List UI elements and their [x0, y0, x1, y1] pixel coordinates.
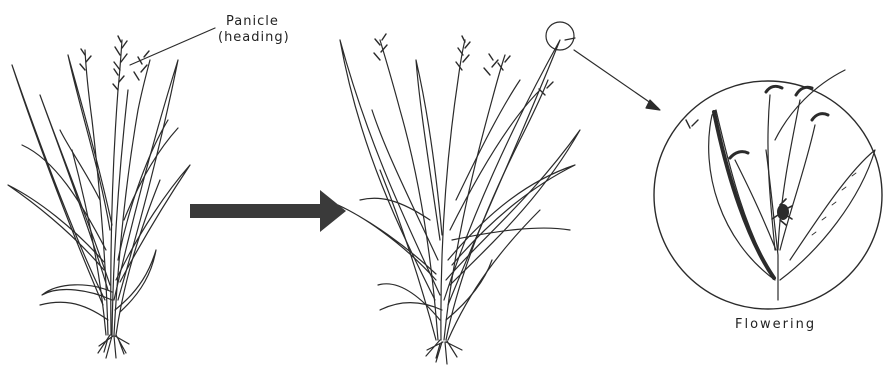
panicles-left — [80, 36, 149, 90]
stigma — [772, 199, 792, 225]
heading-label: (heading) — [218, 31, 290, 45]
leaves-right — [338, 40, 580, 320]
progress-arrow — [190, 190, 346, 232]
flowering-label: Flowering — [735, 318, 816, 332]
anther — [766, 86, 782, 92]
panicle-label: Panicle — [226, 15, 279, 29]
anther — [730, 152, 748, 158]
zoomed-flower — [654, 70, 882, 309]
zoom-leader-line — [574, 50, 658, 108]
rice-plant-heading — [8, 28, 215, 358]
panicles-right — [374, 34, 553, 95]
roots-right — [426, 340, 462, 364]
anther — [812, 114, 828, 120]
highlight-circle — [546, 22, 574, 50]
roots-left — [98, 335, 129, 358]
rice-plant-flowering — [338, 22, 660, 364]
panicle-leader-line — [130, 28, 215, 65]
